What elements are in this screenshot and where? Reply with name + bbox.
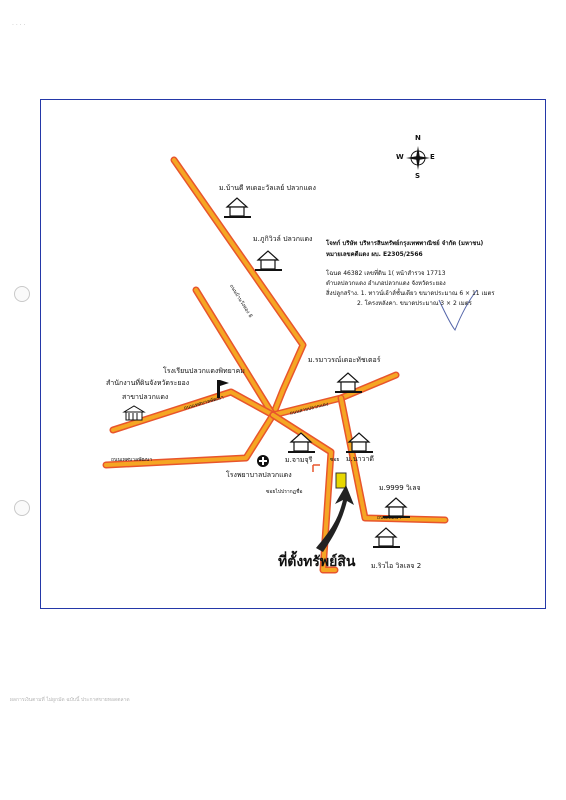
scan-artifact: · · · ·	[12, 22, 26, 29]
house-icon	[255, 250, 282, 271]
road-school-inner	[111, 390, 275, 432]
house-icon	[224, 197, 251, 218]
house-icon	[335, 372, 362, 393]
label-land-office: สำนักงานที่ดินจังหวัดระยอง	[106, 379, 190, 387]
land-office-icon	[122, 405, 146, 421]
label-village-second: ม.ภูกิวิวล์ ปลวกแดง	[253, 235, 313, 243]
road-branch-inner	[194, 288, 275, 417]
property-location-label: ที่ตั้งทรัพย์สิน	[278, 554, 356, 570]
check-mark	[438, 289, 478, 331]
compass-icon	[406, 146, 430, 170]
road-southwest-inner	[104, 413, 275, 467]
info-building-2: 2. โครงหลังคา. ขนาดประมาณ 3 × 2 เมตร	[357, 300, 472, 307]
label-village-9999: ม.9999 วิเลจ	[379, 484, 421, 492]
property-arrow-icon	[316, 485, 354, 552]
property-marker	[335, 472, 347, 489]
footer-note: ผลการเงินตามที่ ไม่ผูกมัด ฉบับนี้ ประกาศ…	[10, 697, 130, 703]
label-village-top: ม.บ้านดี ทเดอะวัลเลย์ ปลวกแดง	[219, 184, 316, 192]
compass-south: S	[415, 172, 421, 180]
compass-west: W	[396, 153, 404, 161]
road-north-inner	[172, 158, 305, 417]
label-village-nawa: ม.นาวาดี	[346, 455, 374, 463]
house-icon	[346, 432, 373, 453]
punch-hole-top	[14, 286, 30, 302]
info-plaintiff: โจทก์ บริษัท บริหารสินทรัพย์กรุงเทพพาณิช…	[326, 240, 484, 247]
compass-east: E	[430, 153, 435, 161]
road-label-southwest: ถนนเทศบาลพัฒนา	[111, 457, 153, 463]
info-case-number: หมายเลขคดีแดง ผบ. E2305/2566	[326, 251, 423, 258]
map-canvas	[102, 146, 478, 574]
school-flag-icon	[217, 380, 229, 398]
label-village-mid: ม.รมาวรณ์เดอะทัชเตอร์	[308, 356, 381, 364]
label-village-riviera: ม.ริวไอ วิลเลจ 2	[371, 562, 422, 570]
label-hospital: โรงพยาบาลปลวกแดง	[226, 471, 292, 479]
label-soi-small: ซอย	[330, 457, 340, 463]
info-location: ตำบลปลวกแดง อำเภอปลวกแดง จังหวัดระยอง	[326, 280, 446, 287]
road-east-inner	[339, 396, 447, 522]
label-soi: ซอยไปปรากฏชื่อ	[266, 489, 303, 495]
label-school: โรงเรียนปลวกแดงพิทยาคม	[163, 367, 245, 375]
label-land-office-branch: สาขาปลวกแดง	[122, 393, 169, 401]
road-label-east: ถนนพัฒนา	[377, 515, 401, 521]
label-village-chan: ม.จามจุรี	[285, 456, 313, 464]
map-frame: N E S W โจทก์ บริษัท บริหารสินทรัพย์กรุง…	[40, 99, 546, 609]
info-building-1: สิ่งปลูกสร้าง. 1. ทาวน์เฮ้าส์ชั้นเดียว ข…	[326, 290, 495, 297]
house-icon	[383, 497, 410, 518]
punch-hole-bottom	[14, 500, 30, 516]
info-deed: โฉนด 46382 เลขที่ดิน 1( หน้าสำรวจ 17713	[326, 270, 446, 277]
house-icon	[288, 432, 315, 453]
compass-north: N	[415, 134, 421, 142]
house-icon	[373, 527, 400, 548]
